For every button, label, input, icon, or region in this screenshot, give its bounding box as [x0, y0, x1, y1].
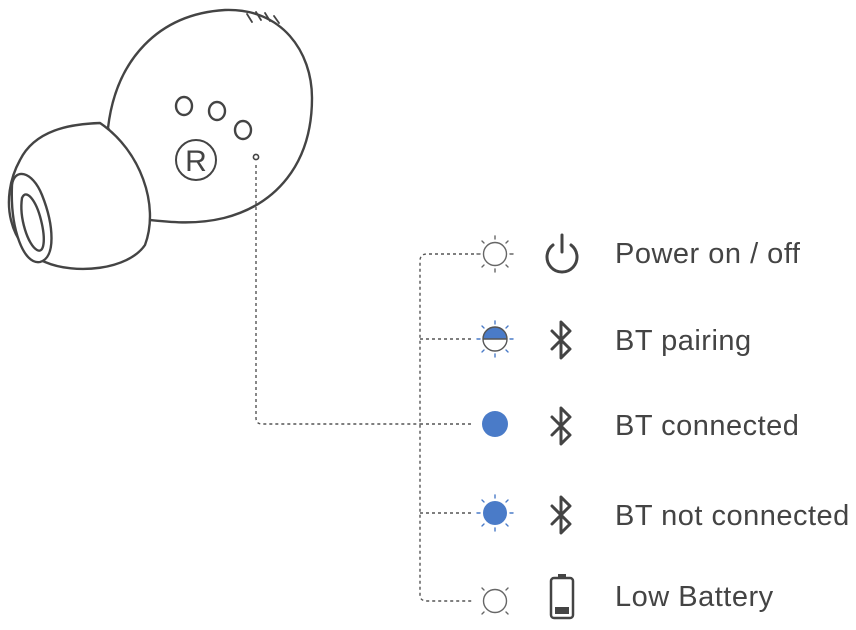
leader-lines [255, 165, 474, 602]
sensor-dot [207, 100, 227, 122]
led-off-icon [476, 235, 514, 273]
earbud-illustration [7, 8, 314, 271]
battery-low-icon [549, 574, 575, 620]
legend-label-bt-not-connected: BT not connected [615, 500, 850, 532]
legend-label-power: Power on / off [615, 238, 801, 270]
sensor-dot [233, 119, 253, 141]
earbud-grille [246, 11, 280, 24]
led-hole [252, 153, 260, 161]
led-off-icon [481, 587, 509, 615]
side-badge [175, 139, 217, 181]
bluetooth-icon [550, 406, 572, 446]
bluetooth-icon [550, 495, 572, 535]
legend-label-bt-connected: BT connected [615, 410, 800, 442]
led-blue-half-icon [476, 320, 514, 358]
legend-label-bt-pairing: BT pairing [615, 325, 752, 357]
led-leader-line [255, 165, 420, 425]
power-icon [545, 233, 579, 274]
earbud-nozzle-inner [20, 193, 45, 252]
sensor-dot [174, 95, 194, 117]
bluetooth-icon [550, 320, 572, 360]
led-blue-blink-icon [476, 494, 514, 532]
legend-label-low-battery: Low Battery [615, 581, 774, 613]
side-letter: R [185, 145, 207, 178]
legend-bracket [419, 253, 474, 602]
led-blue-solid-icon [482, 411, 508, 437]
